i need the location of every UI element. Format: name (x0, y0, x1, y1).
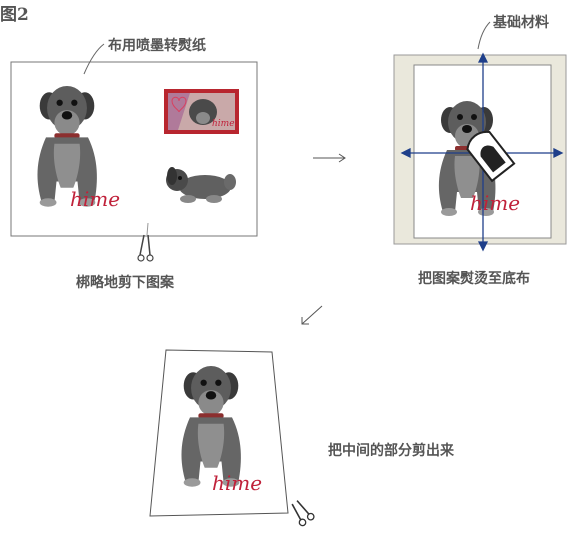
arrow-diagonal (301, 305, 323, 325)
label-iron-on: 把图案熨烫至底布 (418, 271, 530, 287)
label-cut-middle: 把中间的部分剪出来 (328, 443, 454, 459)
scissors-icon (137, 222, 154, 262)
signature-small: hime (212, 119, 235, 129)
dog-print-lying (166, 167, 236, 203)
figure-label: 图2 (0, 5, 29, 25)
leader-line-print-paper (83, 43, 105, 75)
signature-3: hime (212, 471, 262, 495)
signature-2: hime (470, 191, 520, 215)
label-base-material: 基础材料 (493, 15, 549, 31)
signature-1: hime (70, 187, 120, 211)
label-print-paper: 布用喷墨转熨纸 (108, 38, 206, 54)
arrow-right (313, 153, 346, 163)
dog-photo-framed: hime (164, 89, 239, 134)
label-rough-cut: 梆略地剪下图案 (76, 275, 174, 291)
iron-icon (466, 130, 516, 183)
scissors-icon-2 (291, 500, 315, 527)
leader-line-base-material (477, 21, 491, 50)
